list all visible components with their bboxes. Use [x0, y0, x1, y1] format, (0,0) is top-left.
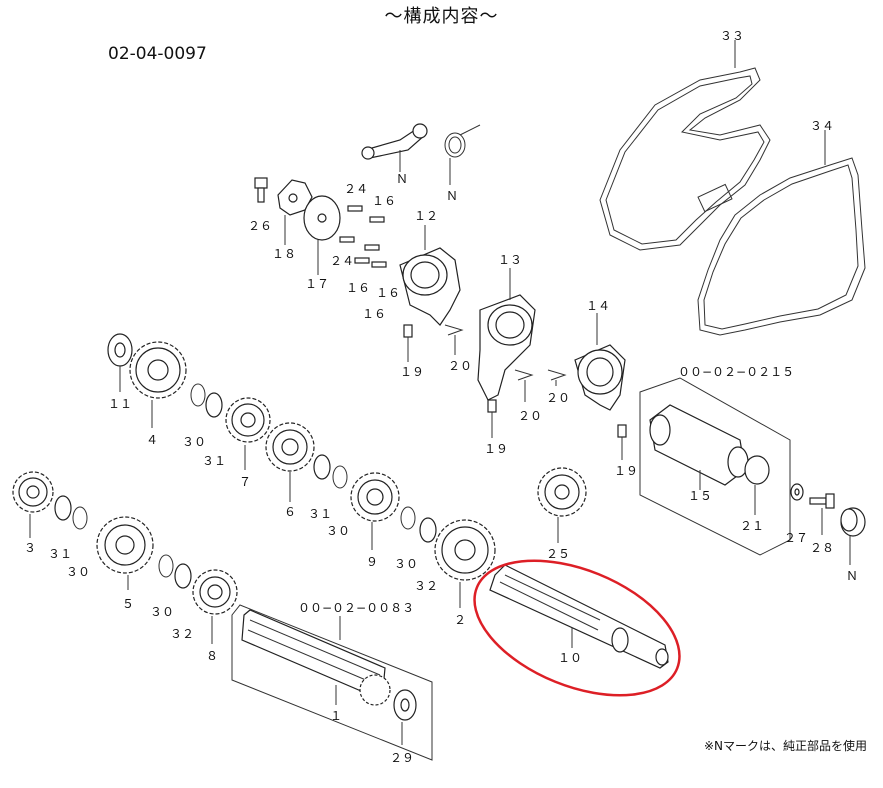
label-16-top: １６: [372, 194, 396, 208]
washer-27: ２７: [784, 483, 808, 545]
shift-fork-12: １２: [399, 209, 461, 326]
label-8: ８: [206, 649, 218, 663]
label-20-c: ２０: [546, 391, 570, 405]
label-12: １２: [414, 209, 438, 223]
pins: ２４ １６ ２４ １６ １６ １６: [330, 182, 400, 321]
label-14: １４: [586, 299, 610, 313]
label-5: ５: [122, 597, 134, 611]
label-30-c: ３０: [394, 557, 418, 571]
washer-31-a: ３１: [202, 392, 226, 468]
gear-7: ７: [225, 397, 271, 489]
gear-5: ５: [96, 516, 154, 611]
gear-3: ３: [12, 471, 54, 555]
label-2: ２: [454, 613, 466, 627]
label-32-a: ３２: [414, 579, 438, 593]
label-1: １: [330, 709, 342, 723]
label-25: ２５: [546, 547, 570, 561]
label-33: ３３: [720, 29, 744, 43]
label-18: １８: [272, 247, 296, 261]
washer-31-b: ３１: [308, 454, 332, 521]
bolt-26: ２６: [248, 177, 272, 233]
washer-29: ２９: [390, 689, 417, 765]
label-n-cap: Ｎ: [846, 569, 858, 583]
label-9: ９: [366, 555, 378, 569]
label-21: ２１: [740, 519, 764, 533]
gear-2: ２: [434, 519, 496, 627]
shift-fork-14: １４: [574, 299, 626, 411]
shift-fork-13: １３: [477, 253, 536, 401]
label-6: ６: [284, 505, 296, 519]
washer-32-a: ３２: [414, 517, 438, 593]
label-19-a: １９: [400, 365, 424, 379]
shift-drum-box: ００−０２−０２１５ １５ ２１: [639, 365, 794, 556]
label-20-a: ２０: [448, 359, 472, 373]
label-4: ４: [146, 433, 158, 447]
label-30-d: ３０: [66, 565, 90, 579]
label-31-c: ３１: [48, 547, 72, 561]
label-box-0083: ００−０２−００８３: [298, 601, 414, 615]
page-title: 〜構成内容〜: [384, 6, 499, 27]
label-7: ７: [239, 475, 251, 489]
highlight-circle: [473, 559, 681, 697]
label-3: ３: [24, 541, 36, 555]
guide-pins-19: １９ １９ １９: [400, 324, 638, 478]
label-31-a: ３１: [202, 454, 226, 468]
label-32-b: ３２: [170, 627, 194, 641]
countershaft-10: １０: [489, 564, 669, 669]
label-30-a: ３０: [182, 435, 206, 449]
gear-4: ４: [129, 341, 187, 447]
label-28: ２８: [810, 541, 834, 555]
label-15: １５: [688, 489, 712, 503]
clips-20: ２０ ２０ ２０: [444, 324, 570, 423]
label-26: ２６: [248, 219, 272, 233]
circlip-30-d: ３０: [66, 506, 90, 579]
shift-arm: Ｎ: [361, 123, 428, 186]
label-n-arm: Ｎ: [396, 172, 408, 186]
bolt-28: ２８: [809, 493, 835, 555]
main-shaft-box: ００−０２−００８３ １: [231, 601, 433, 761]
label-34: ３４: [810, 119, 834, 133]
label-19-b: １９: [484, 442, 508, 456]
stopper-plate-18: １８: [272, 179, 313, 261]
label-31-b: ３１: [308, 507, 332, 521]
label-n-spring: Ｎ: [446, 189, 458, 203]
label-24-bottom: ２４: [330, 254, 354, 268]
label-16-b: １６: [376, 286, 400, 300]
diagram-code: 02-04-0097: [108, 44, 207, 64]
shift-plate-17: １７: [303, 195, 341, 291]
gasket-34: ３４: [697, 119, 866, 336]
gear-8: ８: [192, 569, 238, 663]
label-16-a: １６: [346, 281, 370, 295]
circlip-30-c: ３０: [394, 506, 418, 571]
footer-note: ※Nマークは、純正部品を使用: [703, 739, 867, 753]
shift-spring: Ｎ: [444, 124, 481, 203]
label-30-e: ３０: [150, 605, 174, 619]
circlip-30-e: ３０: [150, 554, 174, 619]
gear-9: ９: [350, 472, 400, 569]
label-30-b: ３０: [326, 524, 350, 538]
washer-31-c: ３１: [48, 495, 72, 561]
label-20-b: ２０: [518, 409, 542, 423]
label-13: １３: [498, 253, 522, 267]
gear-25: ２５: [537, 467, 587, 561]
circlip-30-b: ３０: [326, 465, 350, 538]
label-box-0215: ００−０２−０２１５: [678, 365, 794, 379]
label-10: １０: [558, 651, 582, 665]
label-29: ２９: [390, 751, 414, 765]
label-27: ２７: [784, 531, 808, 545]
label-16-c: １６: [362, 307, 386, 321]
label-19-c: １９: [614, 464, 638, 478]
label-17: １７: [305, 277, 329, 291]
gear-6: ６: [265, 422, 315, 519]
label-11: １１: [108, 397, 132, 411]
gasket-33: ３３: [599, 29, 771, 251]
washer-11: １１: [107, 333, 133, 411]
washer-32-b: ３２: [170, 563, 194, 641]
circlip-30-a: ３０: [182, 383, 206, 449]
label-24-top: ２４: [344, 182, 368, 196]
cap-n: Ｎ: [840, 507, 866, 583]
